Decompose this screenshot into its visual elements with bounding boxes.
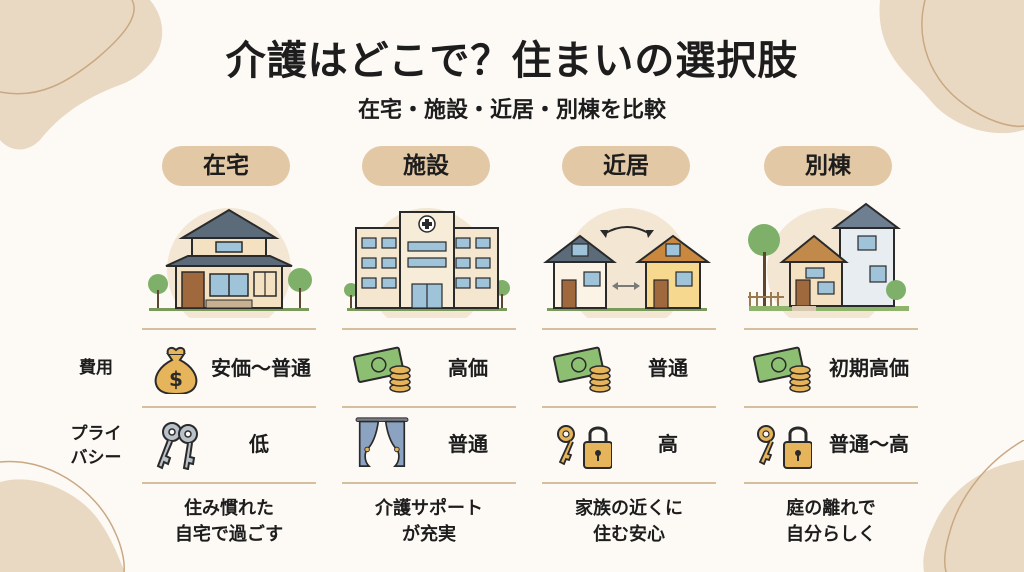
row-label-privacy-line1: プライ (70, 424, 122, 444)
cost-value-shisetsu: 高価 (448, 356, 488, 380)
corner-blob-top-left (0, 0, 163, 150)
cost-value-kinkyo: 普通 (648, 356, 688, 380)
privacy-value-kinkyo: 高 (658, 432, 678, 456)
two-nearby-houses-icon (543, 208, 712, 318)
cost-value-betto: 初期高価 (829, 356, 909, 380)
divider-mid-col4 (744, 406, 918, 408)
svg-text:$: $ (169, 367, 183, 391)
divider-top-col2 (342, 328, 516, 330)
divider-mid-col2 (342, 406, 516, 408)
curtain-icon (355, 417, 409, 467)
row-label-cost: 費用 (79, 358, 113, 378)
divider-bottom-col1 (142, 482, 316, 484)
privacy-value-zaitaku: 低 (249, 432, 269, 456)
divider-mid-col3 (542, 406, 716, 408)
description-kinkyo: 家族の近くに 住む安心 (543, 496, 715, 548)
option-label-shisetsu: 施設 (362, 146, 490, 186)
description-betto-line1: 庭の離れで (786, 498, 876, 519)
page-subtitle: 在宅・施設・近居・別棟を比較 (357, 98, 666, 123)
divider-bottom-col2 (342, 482, 516, 484)
description-shisetsu-line1: 介護サポート (375, 498, 483, 519)
divider-top-col1 (142, 328, 316, 330)
separate-annex-house-icon (748, 202, 909, 318)
option-label-kinkyo: 近居 (562, 146, 690, 186)
care-facility-building-icon (344, 208, 510, 318)
description-kinkyo-line1: 家族の近くに (575, 498, 683, 519)
traditional-house-icon (148, 208, 312, 318)
description-betto-line2: 自分らしく (786, 524, 876, 545)
corner-blob-bottom-right (923, 440, 1024, 572)
divider-bottom-col3 (542, 482, 716, 484)
page-title: 介護はどこで？住まいの選択肢 (225, 38, 799, 84)
description-betto: 庭の離れで 自分らしく (745, 496, 917, 548)
option-label-betto: 別棟 (764, 146, 892, 186)
keys-icon (156, 422, 198, 470)
privacy-value-shisetsu: 普通 (448, 432, 488, 456)
description-zaitaku: 住み慣れた 自宅で過ごす (143, 496, 315, 548)
cash-and-coins-icon (552, 346, 611, 393)
description-shisetsu-line2: が充実 (402, 524, 456, 545)
row-label-privacy: プライ バシー (56, 422, 136, 470)
divider-top-col4 (744, 328, 918, 330)
description-zaitaku-line1: 住み慣れた (184, 498, 274, 519)
divider-mid-col1 (142, 406, 316, 408)
divider-top-col3 (542, 328, 716, 330)
description-shisetsu: 介護サポート が充実 (343, 496, 515, 548)
row-label-privacy-line2: バシー (70, 448, 122, 468)
key-and-padlock-icon (557, 425, 612, 469)
cash-and-coins-icon (352, 346, 411, 393)
corner-blob-top-right (879, 0, 1024, 134)
description-kinkyo-line2: 住む安心 (593, 524, 665, 545)
cash-and-coins-icon (752, 346, 811, 393)
key-and-padlock-icon (757, 425, 812, 469)
privacy-value-betto: 普通〜高 (829, 432, 909, 456)
money-bag-icon: $ (154, 346, 198, 394)
option-label-zaitaku: 在宅 (162, 146, 290, 186)
cost-value-zaitaku: 安価〜普通 (211, 356, 311, 380)
corner-blob-bottom-left (0, 460, 125, 572)
description-zaitaku-line2: 自宅で過ごす (174, 524, 284, 545)
divider-bottom-col4 (744, 482, 918, 484)
